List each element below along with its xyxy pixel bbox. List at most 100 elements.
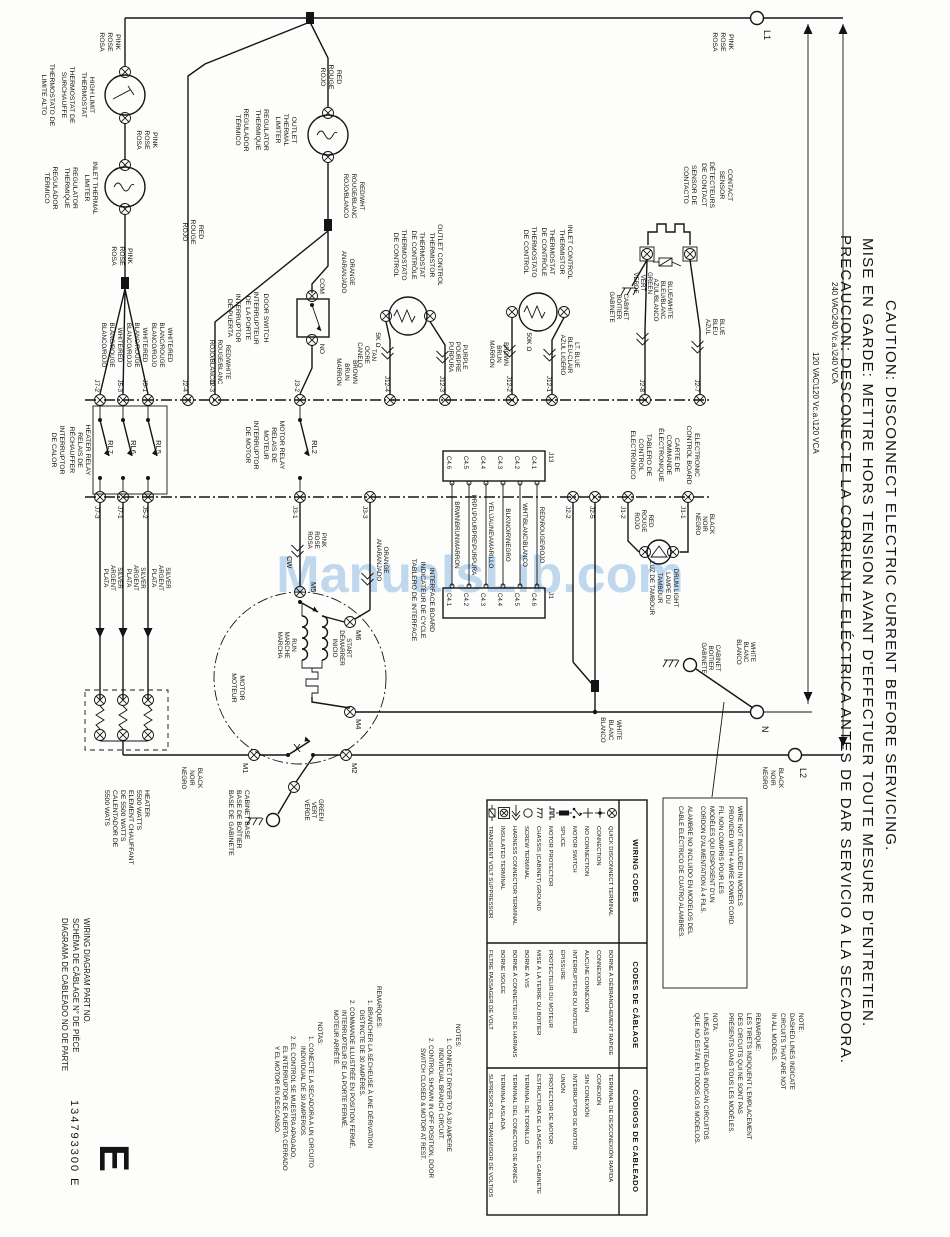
label-line: TÉRMICO <box>234 114 243 145</box>
note-line: LINEAS PUNTEADAS INDICAN CIRCUITOS <box>702 1013 709 1140</box>
table-cell: SIN CONEXIÓN <box>583 1074 590 1117</box>
wire-label: WHITE <box>749 642 756 662</box>
note-line: PRÉSENTS DANS TOUS LES MODÈLES. <box>727 1013 736 1133</box>
connector-label: J2-4 <box>181 379 188 392</box>
wiring-codes-table: WIRING CODES CODES DE CÂBLAGE CÓDIGOS DE… <box>486 799 648 1216</box>
wire-label: ROSA <box>306 531 313 549</box>
rl2-label: RL2 <box>310 440 319 454</box>
wire-label: BLEU-CLAIR <box>566 337 573 374</box>
wire-label: ROSE <box>143 130 150 150</box>
note-line: CABLE ELÉCTRICO DE CUATRO ALAMBRES. <box>677 806 684 938</box>
label-line: INTERRUPTOR <box>58 426 65 475</box>
m4-label: M4 <box>354 719 363 729</box>
label-line: CABINET <box>622 294 629 321</box>
wire-label: VERDE <box>632 272 639 293</box>
wire-label: PINK <box>727 34 734 50</box>
caution-banner: CAUTION: DISCONNECT ELECTRIC CURRENT BEF… <box>837 235 899 1064</box>
note-line: DASHED LINES INDICATE <box>788 1013 795 1090</box>
screw-terminal-icon <box>523 808 533 818</box>
label-line: 5500 WATS <box>103 790 110 826</box>
wire-label: OCRE <box>363 346 370 364</box>
interface-ribbon: J13 J1 C4.6 C4.5 C4.4 C4.3 C4.2 C4.1 C4.… <box>410 450 554 642</box>
outlet-thermal-limiter-label: OUTLET THERMAL LIMITER REGULATOR THERMIQ… <box>234 108 297 151</box>
wire-label: ORANGE <box>348 259 355 286</box>
wire-label: VERT <box>639 275 646 292</box>
label-line: THERMOSTAT DE <box>68 66 75 123</box>
wire-label: BLANCO/ROJO <box>150 323 157 368</box>
label-line: THERMOSTATO <box>530 227 537 278</box>
label-line: INTERRUPTOR <box>234 294 241 343</box>
no-label: NO <box>318 344 325 354</box>
wire-label: ROJO <box>181 223 188 242</box>
wire-label: BLUE/WHITE <box>666 281 673 319</box>
label-line: GABINETE <box>608 291 615 322</box>
table-cell: TERMINAL DEL CONECTOR DE ARNÉS <box>511 1074 518 1183</box>
wire-label: BLEU <box>711 319 718 335</box>
note-line: LES TIRETS INDIQUENT L'EMPLACEMENT <box>745 1013 752 1140</box>
pin-label: C4.5 <box>462 456 469 470</box>
label-line: RELAIS DE <box>270 427 277 463</box>
m2-label: M2 <box>350 763 359 773</box>
label-line: SENSOR <box>718 171 725 200</box>
table-cell: INTERRUPTEUR DU MOTEUR <box>571 950 577 1033</box>
heater-circuit: SILVER ARGENT PLATA SILVER ARGENT PLATA … <box>84 502 248 865</box>
ribbon-wire-label: BLK\NOIR\NEGRO <box>504 508 511 561</box>
label-line: DE LA PORTE <box>244 296 251 341</box>
wire-label: ROSE <box>106 32 113 52</box>
caution-fr: MISE EN GARDE: METTRE HORS TENSION AVANT… <box>859 238 876 1027</box>
wire-label: BLANCO <box>599 717 606 743</box>
label-line: DE 5500 WATTS <box>119 790 126 842</box>
note-line: NOTAS: <box>316 1022 323 1045</box>
note-line: NOTES: <box>454 1024 461 1048</box>
note-line: ALAMBRE NO INCLUIDO EN MODELOS DEL <box>686 806 693 935</box>
j13-label: J13 <box>547 452 554 463</box>
label-line: MARCHE <box>283 632 290 659</box>
wire-label: NOIR <box>769 770 776 786</box>
wire-label: NEGRO <box>180 767 187 790</box>
white-red-wire-labels: WHITE/RED BLANC/ROUGE BLANCO/ROJO WHITE/… <box>100 322 173 367</box>
label-line: CONTROL BOARD <box>685 425 692 484</box>
table-cell: SPLICE <box>559 826 565 847</box>
relay-rl7 <box>98 406 110 492</box>
label-line: HIGH LIMIT <box>88 77 95 113</box>
pin-label: C4.6 <box>445 456 452 470</box>
wire-label: BLANC <box>742 642 749 663</box>
label-line: THERMOSTAT <box>418 232 425 278</box>
connector-label: J5-1 <box>141 379 148 392</box>
label-line: INTERFACE BOARD <box>428 568 435 632</box>
label-line: THERMOSTAT <box>548 229 555 275</box>
caution-en: CAUTION: DISCONNECT ELECTRIC CURRENT BEF… <box>882 300 899 852</box>
wire-label: PLATA <box>150 569 157 589</box>
table-cell: FILTRE PASSAGER DE VOLT <box>487 950 493 1030</box>
label-line: INDICATEUR DE CYCLE <box>419 562 426 639</box>
label-line: MOTOR RELAY <box>278 421 285 470</box>
wire-label: BLUE <box>718 319 725 335</box>
motor-relay: RL2 MOTOR RELAY RELAIS DE MOTEUR INTERRU… <box>244 406 319 492</box>
label-line: BOITIER <box>615 295 622 320</box>
pin-label: C4.4 <box>496 593 503 607</box>
high-limit-thermostat-label: HIGH LIMIT THERMOSTAT THERMOSTAT DE SURC… <box>40 64 95 127</box>
wire-label: BLANCO/ROJO <box>100 323 107 368</box>
table-cell: MOTOR PROTECTOR <box>547 826 553 886</box>
pin-label: C4.5 <box>513 593 520 607</box>
table-cell: SUPRESOR DEL TRANSMISOR DE VOLTIOS <box>487 1074 493 1197</box>
wire-label: ROSA <box>135 130 142 150</box>
wire-label: PLATA <box>102 569 109 589</box>
wire-label: BRUN <box>495 345 502 363</box>
label-line: COMMANDE <box>665 435 672 476</box>
label-line: DE CONTRÔLE <box>540 227 549 277</box>
wire-label: NOIR <box>701 516 708 532</box>
wire-label: ROJO <box>319 68 326 87</box>
note-line: IN ALL MODELS. <box>770 1013 777 1062</box>
wire-label: AZUL <box>704 319 711 335</box>
pin-label: C4.3 <box>479 593 486 607</box>
label-line: THERMOSTATO <box>400 230 407 281</box>
label-line: INLET CONTROL <box>566 225 573 279</box>
pin-label: C4.3 <box>496 456 503 470</box>
cabinet-base-ground: GREEN VERT VERDE CABINET BASE BASE DE BO… <box>227 756 324 856</box>
power-rails: L1 120 VAC\120 Vc.a.\120 VCA 240 VAC\240… <box>125 10 848 749</box>
table-cell: CONNEXION <box>595 950 601 986</box>
m6-label: M6 <box>354 630 363 640</box>
note-line: CIRCUITS THAT ARE NOT <box>779 1013 786 1090</box>
